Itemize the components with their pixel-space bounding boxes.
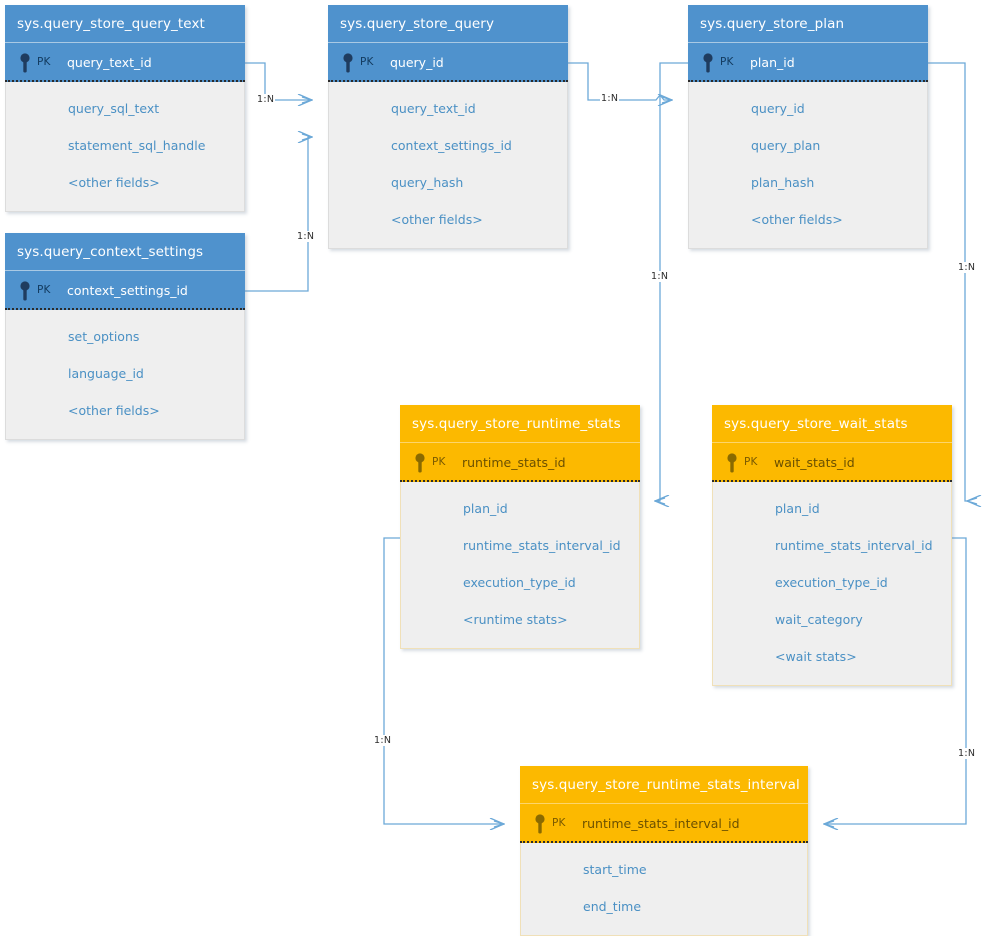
field-plan-id: plan_id: [463, 501, 508, 516]
connector-wait-stats-to-interval: [824, 537, 967, 824]
field-list-query-store-plan: query_id query_plan plan_hash <other fie…: [688, 82, 928, 249]
field-other-fields: <other fields>: [391, 212, 483, 227]
field-execution-type-id: execution_type_id: [463, 575, 576, 590]
field-other-fields: <other fields>: [751, 212, 843, 227]
key-icon: [343, 53, 353, 73]
field-other-fields: <other fields>: [68, 403, 160, 418]
pk-badge: PK: [720, 56, 734, 68]
key-icon: [703, 53, 713, 73]
connector-context-settings-to-query: [245, 137, 312, 292]
pk-field-name: wait_stats_id: [774, 455, 855, 470]
pk-badge: PK: [37, 56, 51, 68]
connector-query-text-to-query: [245, 62, 312, 100]
field-other-fields: <other fields>: [68, 175, 160, 190]
entity-title-query-store-wait-stats: sys.query_store_wait_stats: [712, 405, 952, 443]
field-query-hash: query_hash: [391, 175, 464, 190]
connector-runtime-stats-to-interval: [383, 537, 504, 824]
entity-query-context-settings[interactable]: sys.query_context_settings PK context_se…: [5, 233, 245, 440]
entity-query-store-runtime-stats-interval[interactable]: sys.query_store_runtime_stats_interval P…: [520, 766, 808, 936]
entity-title-query-store-plan: sys.query_store_plan: [688, 5, 928, 43]
key-icon: [20, 281, 30, 301]
cardinality-label-r5: 1:N: [957, 262, 977, 273]
pk-badge: PK: [360, 56, 374, 68]
field-query-plan: query_plan: [751, 138, 821, 153]
pk-row-query-id[interactable]: PK query_id: [328, 43, 568, 82]
pk-row-runtime-stats-interval-id[interactable]: PK runtime_stats_interval_id: [520, 804, 808, 843]
cardinality-label-r2: 1:N: [296, 231, 316, 242]
field-context-settings-id: context_settings_id: [391, 138, 512, 153]
pk-field-name: runtime_stats_interval_id: [582, 816, 740, 831]
field-statement-sql-handle: statement_sql_handle: [68, 138, 206, 153]
field-start-time: start_time: [583, 862, 647, 877]
field-runtime-stats-interval-id: runtime_stats_interval_id: [463, 538, 621, 553]
field-query-id: query_id: [751, 101, 805, 116]
cardinality-label-r1: 1:N: [256, 94, 276, 105]
pk-row-wait-stats-id[interactable]: PK wait_stats_id: [712, 443, 952, 482]
connector-plan-to-runtime-stats: [655, 62, 688, 501]
pk-badge: PK: [37, 284, 51, 296]
pk-field-name: query_id: [390, 55, 444, 70]
field-wait-stats: <wait stats>: [775, 649, 857, 664]
field-list-query-store-query: query_text_id context_settings_id query_…: [328, 82, 568, 249]
key-icon: [535, 814, 545, 834]
field-plan-hash: plan_hash: [751, 175, 815, 190]
entity-query-store-query-text[interactable]: sys.query_store_query_text PK query_text…: [5, 5, 245, 212]
field-set-options: set_options: [68, 329, 140, 344]
entity-title-query-store-runtime-stats: sys.query_store_runtime_stats: [400, 405, 640, 443]
field-query-sql-text: query_sql_text: [68, 101, 160, 116]
cardinality-label-r4: 1:N: [650, 271, 670, 282]
connector-plan-to-wait-stats: [928, 62, 967, 501]
key-icon: [20, 53, 30, 73]
field-query-text-id: query_text_id: [391, 101, 476, 116]
pk-badge: PK: [432, 456, 446, 468]
key-icon: [727, 453, 737, 473]
cardinality-label-r6: 1:N: [373, 735, 393, 746]
pk-badge: PK: [744, 456, 758, 468]
pk-row-query-text-id[interactable]: PK query_text_id: [5, 43, 245, 82]
entity-title-query-store-query: sys.query_store_query: [328, 5, 568, 43]
field-list-query-store-runtime-stats-interval: start_time end_time: [520, 843, 808, 936]
field-list-query-store-wait-stats: plan_id runtime_stats_interval_id execut…: [712, 482, 952, 686]
entity-query-store-plan[interactable]: sys.query_store_plan PK plan_id query_id…: [688, 5, 928, 249]
cardinality-label-r3: 1:N: [600, 93, 620, 104]
pk-field-name: runtime_stats_id: [462, 455, 566, 470]
pk-row-plan-id[interactable]: PK plan_id: [688, 43, 928, 82]
pk-row-context-settings-id[interactable]: PK context_settings_id: [5, 271, 245, 310]
entity-title-query-store-runtime-stats-interval: sys.query_store_runtime_stats_interval: [520, 766, 808, 804]
pk-badge: PK: [552, 817, 566, 829]
field-list-query-store-runtime-stats: plan_id runtime_stats_interval_id execut…: [400, 482, 640, 649]
pk-field-name: plan_id: [750, 55, 795, 70]
field-execution-type-id: execution_type_id: [775, 575, 888, 590]
pk-field-name: query_text_id: [67, 55, 152, 70]
field-plan-id: plan_id: [775, 501, 820, 516]
pk-field-name: context_settings_id: [67, 283, 188, 298]
entity-query-store-wait-stats[interactable]: sys.query_store_wait_stats PK wait_stats…: [712, 405, 952, 686]
field-runtime-stats-interval-id: runtime_stats_interval_id: [775, 538, 933, 553]
field-list-query-context-settings: set_options language_id <other fields>: [5, 310, 245, 440]
key-icon: [415, 453, 425, 473]
field-wait-category: wait_category: [775, 612, 863, 627]
connector-query-to-plan: [568, 62, 672, 100]
cardinality-label-r7: 1:N: [957, 748, 977, 759]
field-list-query-store-query-text: query_sql_text statement_sql_handle <oth…: [5, 82, 245, 212]
field-language-id: language_id: [68, 366, 144, 381]
field-runtime-stats: <runtime stats>: [463, 612, 568, 627]
entity-query-store-runtime-stats[interactable]: sys.query_store_runtime_stats PK runtime…: [400, 405, 640, 649]
field-end-time: end_time: [583, 899, 642, 914]
entity-title-query-store-query-text: sys.query_store_query_text: [5, 5, 245, 43]
entity-title-query-context-settings: sys.query_context_settings: [5, 233, 245, 271]
pk-row-runtime-stats-id[interactable]: PK runtime_stats_id: [400, 443, 640, 482]
entity-query-store-query[interactable]: sys.query_store_query PK query_id query_…: [328, 5, 568, 249]
